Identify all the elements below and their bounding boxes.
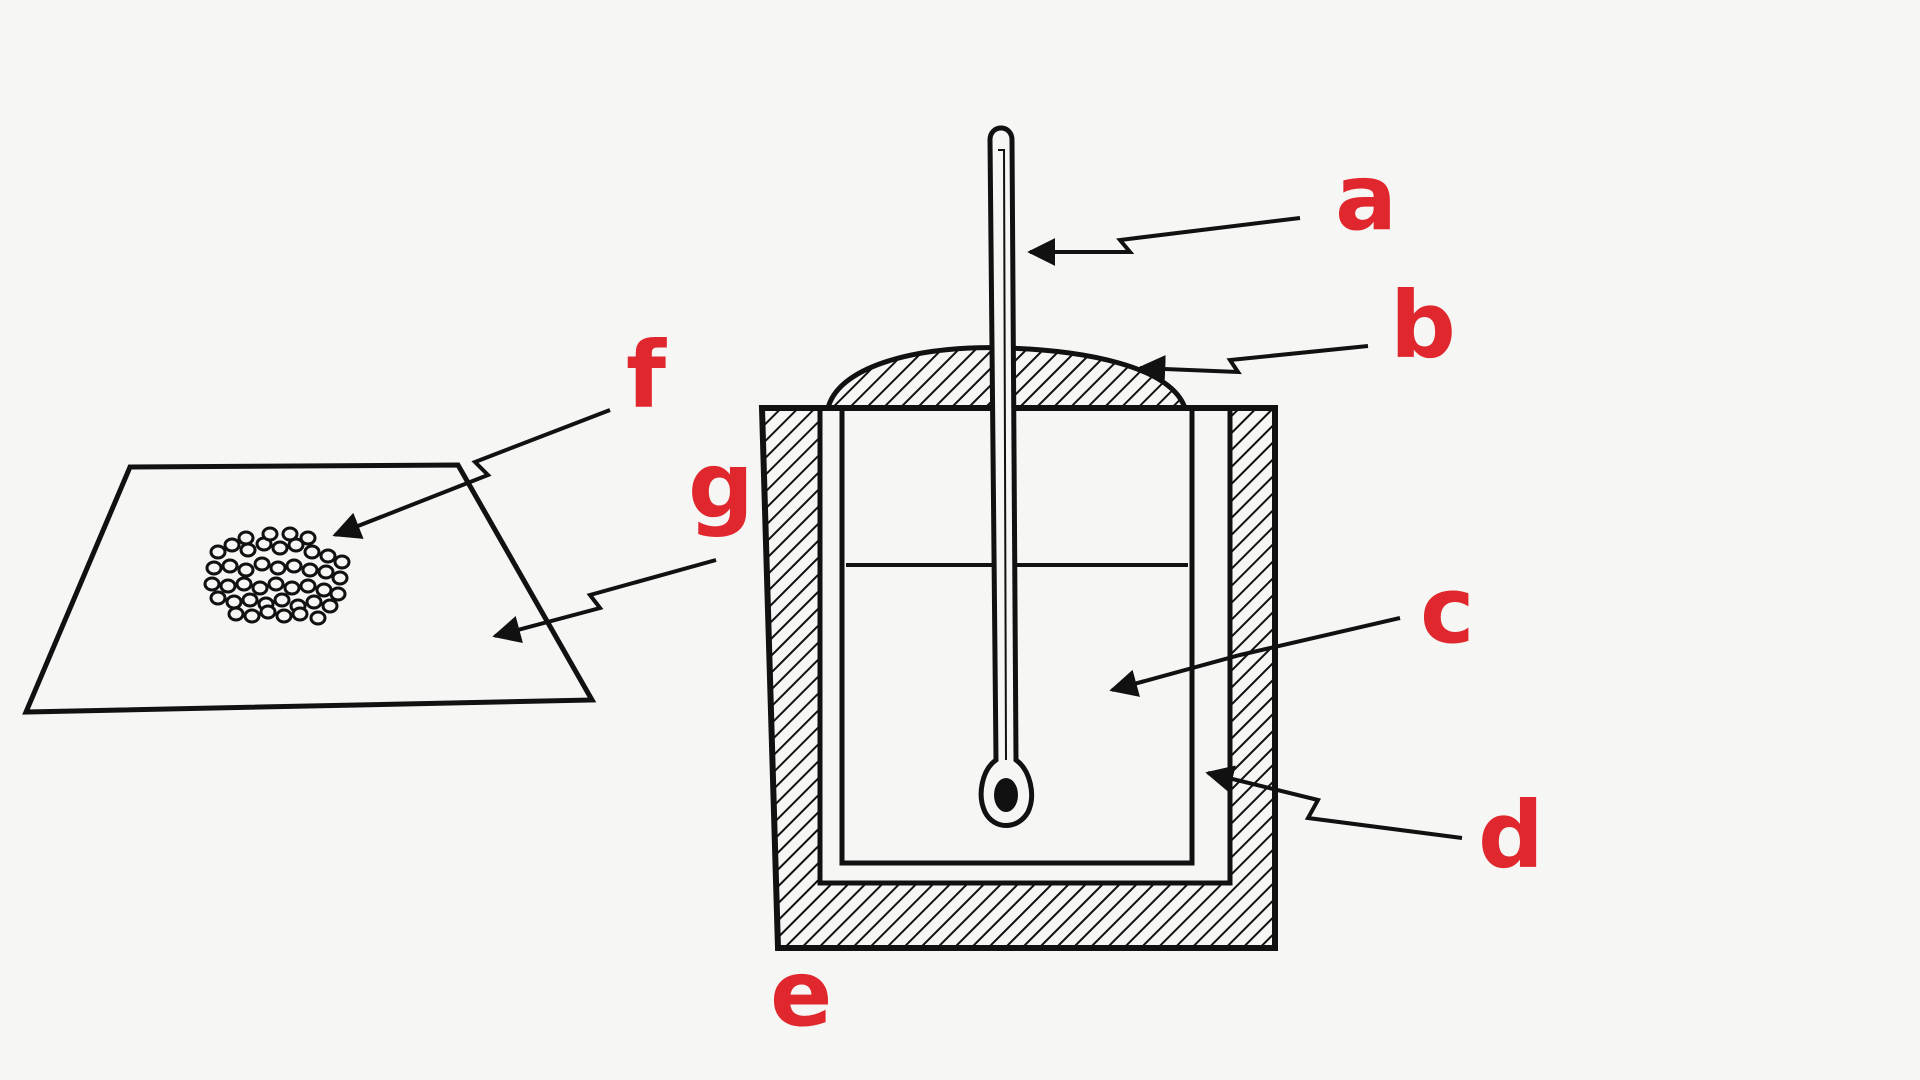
seed	[267, 576, 285, 592]
seed	[243, 608, 261, 624]
label-c: c	[1420, 557, 1475, 664]
seed	[329, 586, 347, 602]
seed	[305, 594, 323, 610]
seed	[261, 526, 279, 542]
label-g: g	[688, 432, 754, 539]
seed	[301, 562, 319, 578]
seed	[333, 554, 351, 570]
thermometer	[978, 125, 1034, 828]
label-f: f	[626, 322, 667, 429]
seed	[291, 606, 309, 622]
seed	[239, 542, 257, 558]
seed	[321, 598, 339, 614]
seed	[331, 570, 349, 586]
seed	[205, 560, 223, 576]
seed	[303, 544, 321, 560]
arrow-c	[1109, 616, 1401, 697]
arrow-g	[492, 558, 717, 644]
seed	[299, 578, 317, 594]
seed	[235, 576, 253, 592]
seed	[219, 578, 237, 594]
seed	[269, 560, 287, 576]
seed	[237, 530, 255, 546]
paper-sheet	[22, 462, 597, 715]
label-a: a	[1335, 144, 1398, 251]
seed	[209, 544, 227, 560]
seed	[209, 590, 227, 606]
seed	[241, 592, 259, 608]
seed	[283, 580, 301, 596]
seed	[259, 604, 277, 620]
seed	[285, 558, 303, 574]
seed	[223, 537, 241, 553]
seed	[317, 564, 335, 580]
seed	[315, 582, 333, 598]
arrow-a	[1027, 216, 1301, 266]
seed	[319, 548, 337, 564]
seed	[253, 556, 271, 572]
seed	[271, 540, 289, 556]
seed	[221, 558, 239, 574]
seed	[227, 606, 245, 622]
seed	[225, 594, 243, 610]
seed	[281, 526, 299, 542]
seed	[275, 608, 293, 624]
seed	[237, 562, 255, 578]
label-d: d	[1478, 782, 1544, 889]
seed-cluster	[203, 526, 351, 626]
arrow-b	[1137, 344, 1369, 384]
thermometer-bulb	[994, 778, 1018, 812]
arrow-f	[332, 408, 611, 539]
label-b: b	[1390, 272, 1456, 379]
seed	[251, 580, 269, 596]
label-e: e	[770, 940, 833, 1047]
seed	[273, 592, 291, 608]
seed	[203, 576, 221, 592]
seed	[309, 610, 327, 626]
arrow-d	[1205, 765, 1463, 840]
seed	[299, 530, 317, 546]
